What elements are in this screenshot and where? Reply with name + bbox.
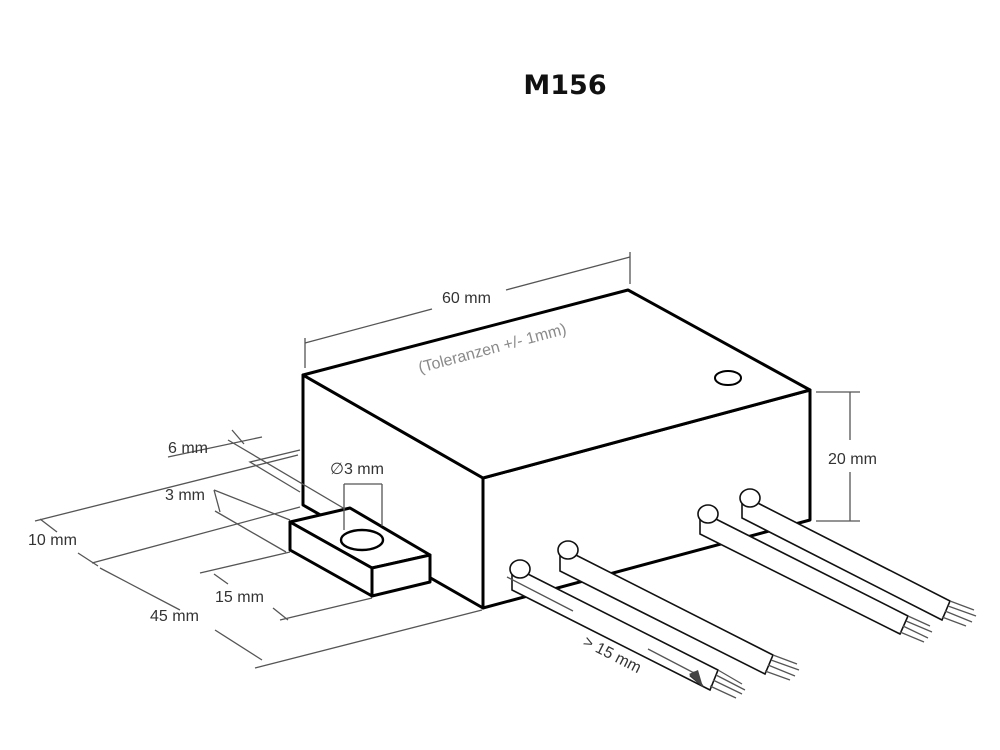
mounting-hole: [339, 528, 385, 552]
dim-tab-width: [167, 429, 346, 510]
diagram-title: M156: [523, 70, 607, 101]
dim-offset: [34, 454, 301, 567]
label-depth: 45 mm: [150, 608, 199, 625]
dim-tab-length: [199, 551, 373, 621]
mounting-flange: [248, 449, 301, 493]
wire-3: [697, 504, 933, 643]
housing-top-face: [301, 288, 812, 480]
dim-wire-length: [506, 576, 704, 687]
dim-length: [304, 252, 631, 368]
top-marker-hole: [714, 370, 742, 386]
label-tab-thickness: 3 mm: [165, 487, 205, 504]
label-tab-width: 6 mm: [168, 440, 208, 457]
wire-group: [509, 488, 977, 699]
dim-height: [816, 391, 860, 522]
label-hole-diameter: ∅3 mm: [330, 461, 384, 478]
dim-depth: [99, 567, 483, 669]
mounting-tab-front: [370, 553, 432, 598]
dim-tab-thickness: [213, 489, 291, 553]
label-length: 60 mm: [442, 290, 491, 307]
label-tab-length: 15 mm: [215, 589, 264, 606]
dim-hole: [343, 483, 383, 530]
label-offset: 10 mm: [28, 532, 77, 549]
label-height: 20 mm: [828, 451, 877, 468]
wire-4: [739, 488, 977, 627]
wire-2: [557, 540, 800, 681]
